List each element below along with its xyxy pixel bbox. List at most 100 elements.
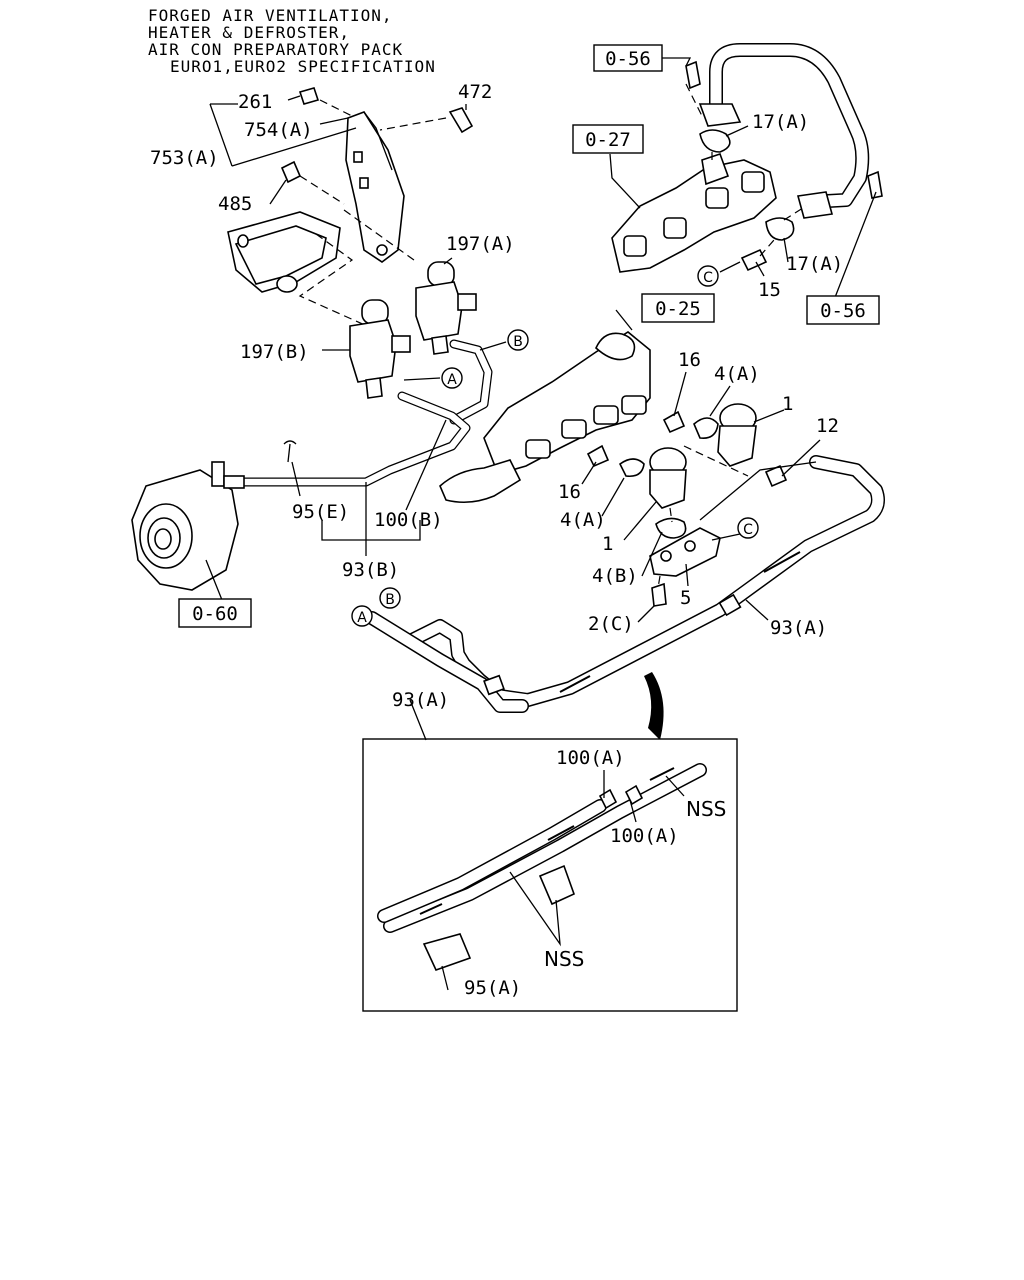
ref-027: 0-27 <box>585 129 631 151</box>
assembly-line <box>683 445 749 477</box>
manifold-flange <box>701 152 730 186</box>
pipe-clip <box>718 593 742 617</box>
leader-17a-low <box>783 237 789 263</box>
leader-056-top <box>656 57 692 67</box>
manifold-outlet <box>439 459 522 504</box>
adapter-5 <box>649 527 721 577</box>
label-197b: 197(B) <box>240 341 309 363</box>
leader-4a-low <box>601 477 625 517</box>
label-1-low: 1 <box>602 533 613 555</box>
leader-nss-2 <box>509 871 561 947</box>
bracket-hole <box>237 234 249 248</box>
assembly-line <box>298 233 377 331</box>
pipe-clip <box>483 674 505 696</box>
callout-b-lower-text: B <box>385 592 395 608</box>
manifold-port <box>741 171 765 193</box>
label-nss-2: NSS <box>544 947 584 971</box>
vacuum-pump <box>131 461 245 591</box>
leader-027 <box>609 153 641 209</box>
sleeve-mark <box>763 551 801 573</box>
label-12: 12 <box>816 415 839 437</box>
callout-c-stud <box>697 265 719 287</box>
leader-1-low <box>623 501 657 541</box>
callout-b-upper-text: B <box>513 334 523 350</box>
label-100b: 100(B) <box>374 509 443 531</box>
manifold-port <box>705 187 729 209</box>
egr-valve-body <box>717 425 757 467</box>
egr-bolt <box>685 60 701 90</box>
callout-a-lower-text: A <box>357 610 367 626</box>
inset-sleeve <box>419 903 443 915</box>
label-261: 261 <box>238 91 272 113</box>
egr-pipe-inner <box>710 44 868 208</box>
callout-c-adapter <box>737 517 759 539</box>
leader-100a-2 <box>629 799 637 823</box>
leader-93b-bracket <box>321 520 421 541</box>
leader-753a <box>209 103 357 167</box>
adapter-hole <box>660 550 672 562</box>
callout-c-stud-text: C <box>703 270 713 286</box>
ref-box-025 <box>641 293 715 323</box>
leader-2c <box>637 605 655 623</box>
clip-95e <box>283 440 297 445</box>
inset-pipe-inner <box>384 764 706 932</box>
pump-center <box>154 528 172 550</box>
egr-pipe-flange <box>796 191 834 219</box>
pipe-93a-branch-inner <box>366 612 528 712</box>
bolt-485 <box>280 160 302 184</box>
label-nss-1: NSS <box>686 797 726 821</box>
detail-inset <box>362 738 738 1012</box>
hose-a-in <box>450 340 492 424</box>
label-93b: 93(B) <box>342 559 399 581</box>
diagram-header: FORGED AIR VENTILATION, HEATER & DEFROST… <box>148 6 435 76</box>
gasket-4a-upper <box>693 417 719 440</box>
egr-valve-upper <box>662 403 788 488</box>
inset-sleeve <box>547 825 575 841</box>
reference-boxes: 0-56 0-27 0-25 0-56 0-60 <box>178 44 880 628</box>
support-slot <box>353 151 363 163</box>
leader-15 <box>755 261 765 277</box>
assembly-line <box>759 239 775 257</box>
pipe-93a-inner <box>406 456 884 706</box>
label-16-top: 16 <box>678 349 701 371</box>
leader-93a-lower <box>409 699 427 741</box>
leader-12 <box>781 439 821 477</box>
assembly-line <box>379 117 447 131</box>
leader-93a-right <box>745 599 769 621</box>
bracket-assembly <box>227 87 474 331</box>
header-line-1: FORGED AIR VENTILATION, <box>148 6 393 25</box>
manifold-body <box>611 159 777 273</box>
gasket-4a-lower <box>618 458 645 478</box>
leader-1-top <box>753 409 785 423</box>
leader-4b <box>641 531 663 577</box>
bolt-261 <box>298 87 320 105</box>
label-15: 15 <box>758 279 781 301</box>
label-5: 5 <box>680 587 691 609</box>
ref-box-056-right <box>806 295 880 325</box>
gasket-17a-top <box>699 129 731 153</box>
egr-valve-lower <box>586 444 749 607</box>
stud-16-lower <box>586 444 610 468</box>
label-197a: 197(A) <box>446 233 515 255</box>
valve-nipple <box>365 377 383 399</box>
pipe-link <box>699 461 817 521</box>
gasket-4b <box>655 517 687 539</box>
header-line-3: AIR CON PREPARATORY PACK <box>148 40 403 59</box>
hose-main-in <box>240 392 470 486</box>
pump-outlet <box>223 475 245 489</box>
valve-nipple <box>431 335 449 355</box>
inset-pipe2-inner <box>378 800 606 922</box>
label-4a-low: 4(A) <box>560 509 606 531</box>
leader-100b <box>405 419 447 511</box>
stud-15 <box>740 248 768 272</box>
ref-box-056-top <box>593 44 663 72</box>
label-485: 485 <box>218 193 252 215</box>
label-4b: 4(B) <box>592 565 638 587</box>
gasket-17a-low <box>765 217 795 241</box>
vacuum-pipe-93a <box>365 455 885 713</box>
inset-clip-nss <box>538 864 576 906</box>
manifold-port <box>525 439 551 459</box>
egr-valve-body <box>649 469 687 509</box>
leader-c-stud <box>719 261 741 273</box>
leader-95e <box>291 461 301 497</box>
